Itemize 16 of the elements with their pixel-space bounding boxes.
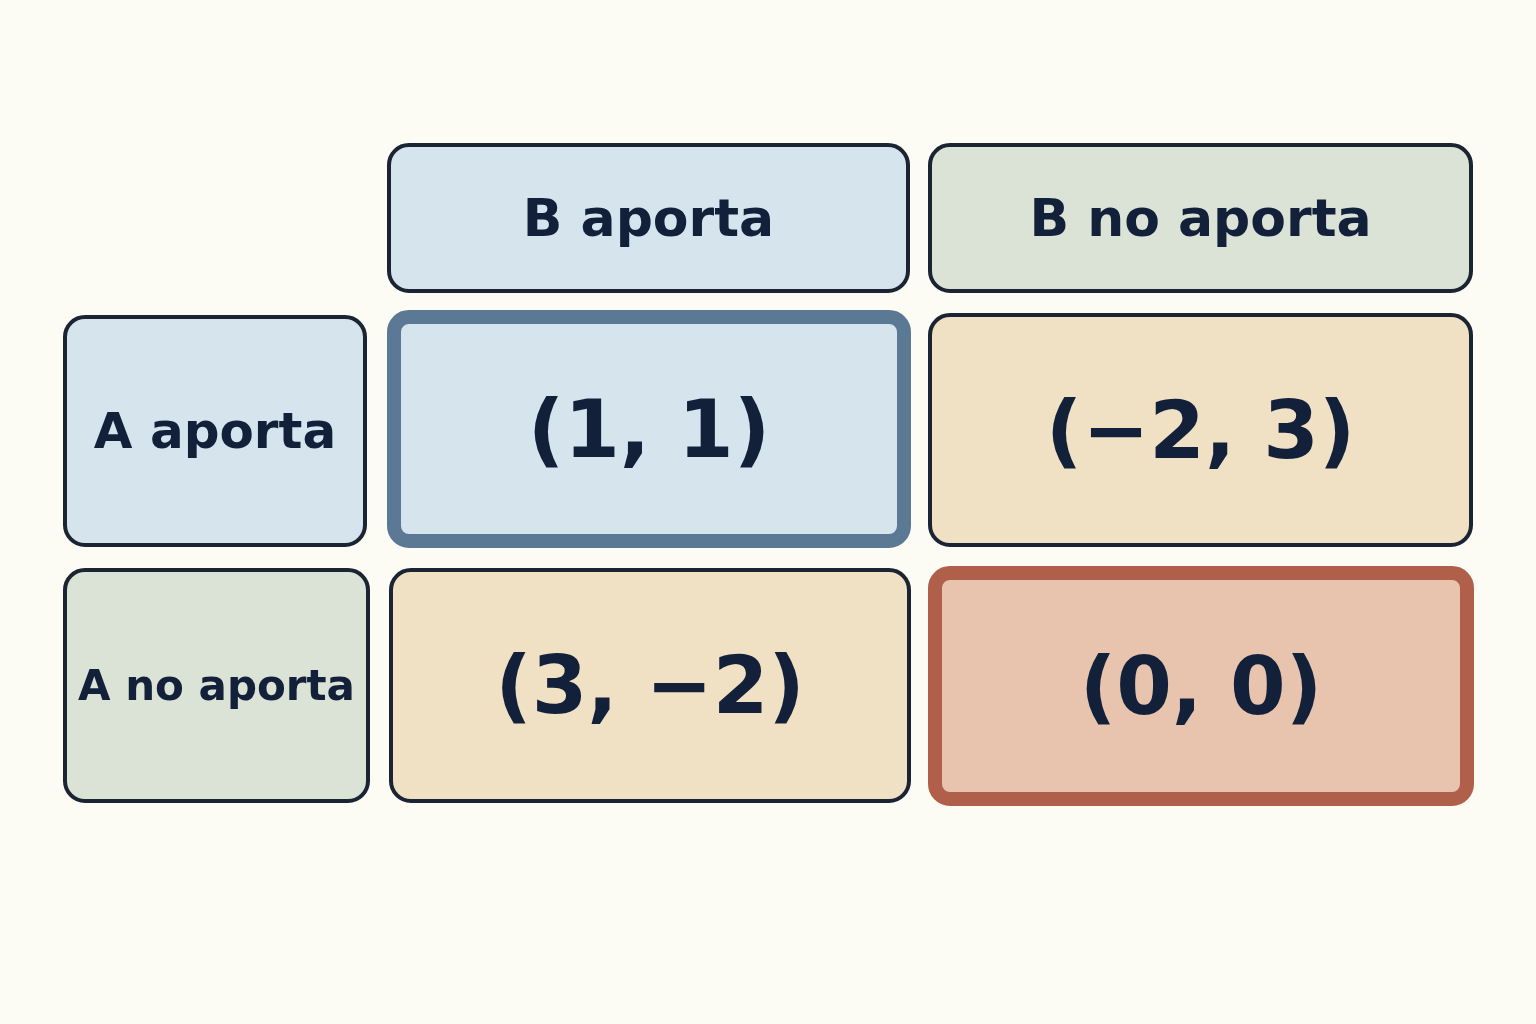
payoff-box	[389, 568, 911, 803]
payoff-label: (0, 0)	[1079, 639, 1323, 733]
payoff-label: (−2, 3)	[1045, 383, 1356, 477]
column-header	[928, 143, 1473, 293]
row-header	[63, 568, 370, 803]
payoff-box	[928, 313, 1473, 547]
strategy-label: A no aporta	[78, 661, 355, 710]
payoff-label: (1, 1)	[527, 382, 771, 476]
payoff-box	[387, 310, 911, 548]
column-header	[387, 143, 910, 293]
strategy-label: A aporta	[93, 402, 337, 460]
row-header	[63, 315, 367, 547]
strategy-label: B no aporta	[1029, 188, 1372, 248]
strategy-label: B aporta	[522, 188, 775, 248]
payoff-box	[928, 566, 1474, 806]
payoff-label: (3, −2)	[495, 639, 805, 732]
